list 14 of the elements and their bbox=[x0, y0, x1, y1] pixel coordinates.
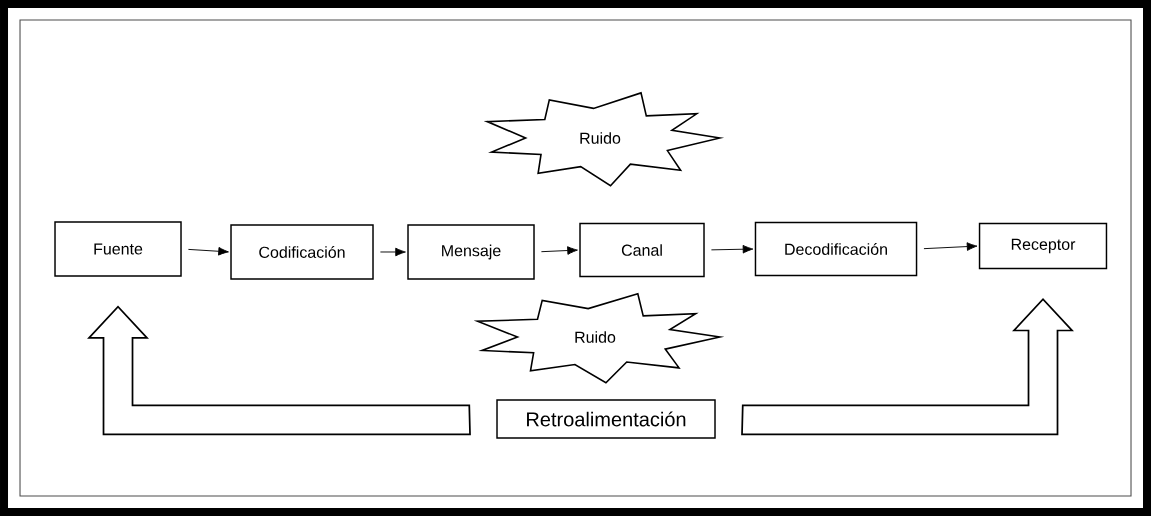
arrow bbox=[710, 244, 754, 254]
block-arrow bbox=[87, 305, 471, 436]
label-box: Retroalimentación bbox=[496, 399, 716, 439]
process-box: Fuente bbox=[54, 221, 182, 277]
arrow bbox=[540, 246, 578, 255]
arrow bbox=[379, 247, 406, 257]
arrow bbox=[923, 242, 978, 251]
block-arrow bbox=[741, 298, 1074, 436]
process-box: Decodificación bbox=[754, 221, 918, 277]
arrow bbox=[187, 247, 229, 256]
process-box: Mensaje bbox=[407, 224, 535, 280]
process-box: Codificación bbox=[230, 224, 374, 280]
process-box: Receptor bbox=[978, 222, 1108, 270]
process-box: Canal bbox=[579, 222, 705, 278]
